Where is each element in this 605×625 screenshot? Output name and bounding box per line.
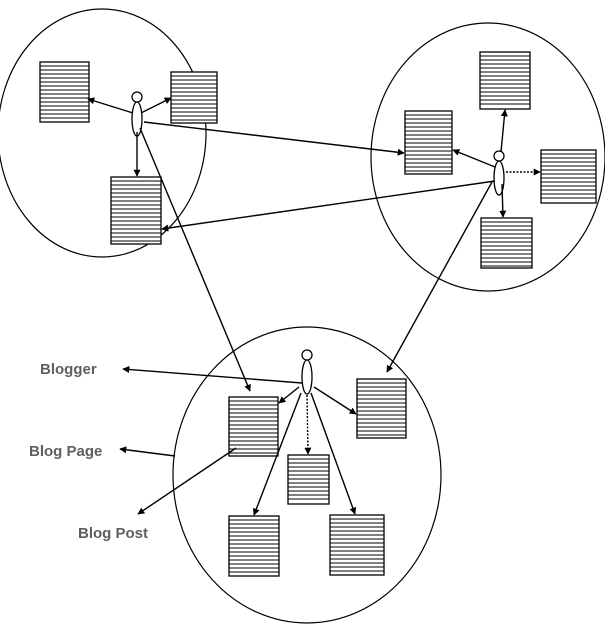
connection-arrows <box>87 97 541 516</box>
connection-arrow <box>137 447 237 515</box>
connection-arrow <box>161 180 496 232</box>
legend-label-blog-post: Blog Post <box>78 525 148 542</box>
connection-arrow <box>278 386 300 404</box>
blog-page-icon <box>228 396 279 457</box>
connection-arrow <box>143 121 405 156</box>
blog-page-icon <box>228 515 280 577</box>
connection-arrow <box>252 392 302 516</box>
connection-arrow <box>119 446 176 457</box>
connection-arrow <box>87 97 134 114</box>
blog-page-icon <box>329 514 385 576</box>
connection-arrow <box>386 181 493 373</box>
blogger-figure-icon <box>493 150 505 196</box>
bloggers <box>131 91 505 395</box>
blog-page-icon <box>287 454 330 505</box>
connection-arrow <box>304 394 312 455</box>
connection-arrow <box>499 183 507 218</box>
blog-page-icon <box>170 71 218 124</box>
connection-arrow <box>139 127 251 392</box>
blog-page-icon <box>39 61 90 123</box>
connection-arrow <box>310 392 357 515</box>
connection-arrow <box>452 149 496 168</box>
blog-page-icon <box>480 217 533 269</box>
community-circle-top-left <box>0 8 207 258</box>
connection-arrow <box>313 386 357 415</box>
connection-arrow <box>140 97 172 114</box>
blog-page-icon <box>110 176 162 245</box>
connection-arrow <box>122 366 303 384</box>
blog-page-icon <box>540 149 597 204</box>
connection-arrow <box>500 109 508 153</box>
blog-pages <box>39 51 597 577</box>
legend-label-blogger: Blogger <box>40 361 97 378</box>
community-circle-right <box>370 22 605 292</box>
blog-page-icon <box>404 110 453 175</box>
community-circles <box>0 8 605 624</box>
legend-label-blog-page: Blog Page <box>29 443 103 460</box>
community-circle-bottom <box>172 326 442 624</box>
blog-page-icon <box>479 51 531 110</box>
blogger-figure-icon <box>301 349 313 395</box>
blog-page-icon <box>356 378 407 439</box>
